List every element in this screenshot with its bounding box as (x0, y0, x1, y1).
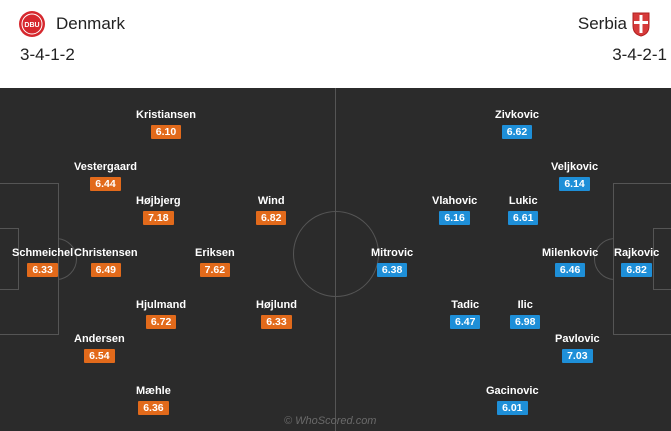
watermark: © WhoScored.com (284, 415, 377, 427)
away-penalty-box (613, 183, 671, 335)
player-name: Veljkovic (551, 161, 599, 173)
pitch: Kristiansen 6.10 Vestergaard 6.44 Højbje… (0, 88, 671, 431)
player-rating: 6.49 (90, 263, 121, 277)
player-name: Wind (257, 195, 285, 207)
home-player-hojbjerg[interactable]: Højbjerg 7.18 (136, 194, 181, 225)
player-name: Højlund (256, 299, 297, 311)
player-rating: 6.82 (621, 263, 652, 277)
player-rating: 6.01 (497, 401, 528, 415)
serbia-badge-icon (632, 12, 650, 37)
home-team-name[interactable]: Denmark (56, 14, 125, 33)
player-name: Rajkovic (614, 247, 660, 259)
player-rating: 6.38 (376, 263, 408, 277)
away-player-zivkovic[interactable]: Zivkovic 6.62 (495, 108, 539, 139)
player-rating: 6.61 (508, 211, 539, 225)
player-rating: 6.36 (138, 401, 169, 415)
player-name: Lukic (508, 195, 538, 207)
home-player-andersen[interactable]: Andersen 6.54 (74, 332, 125, 363)
away-player-vlahovic[interactable]: Vlahovic 6.16 (432, 194, 477, 225)
player-rating: 6.46 (554, 263, 586, 277)
away-six-yard-box (653, 228, 671, 290)
home-player-kristiansen[interactable]: Kristiansen 6.10 (136, 108, 196, 139)
away-player-veljkovic[interactable]: Veljkovic 6.14 (551, 160, 598, 191)
player-name: Zivkovic (495, 109, 540, 121)
player-name: Kristiansen (136, 109, 196, 121)
player-name: Vestergaard (74, 161, 137, 173)
home-player-maehle[interactable]: Mæhle 6.36 (136, 384, 171, 415)
away-player-tadic[interactable]: Tadic 6.47 (450, 298, 481, 329)
match-header: DBU Denmark 3-4-1-2 Serbia 3-4-2-1 (0, 0, 671, 84)
home-player-wind[interactable]: Wind 6.82 (256, 194, 287, 225)
player-rating: 6.16 (439, 211, 470, 225)
away-player-pavlovic[interactable]: Pavlovic 7.03 (555, 332, 600, 363)
away-team-name[interactable]: Serbia (577, 14, 627, 33)
player-rating: 6.44 (90, 177, 121, 191)
player-rating: 7.03 (562, 349, 593, 363)
player-name: Pavlovic (555, 333, 600, 345)
away-player-ilic[interactable]: Ilic 6.98 (510, 298, 541, 329)
player-name: Gacinovic (486, 385, 539, 397)
player-rating: 6.14 (559, 177, 590, 191)
player-rating: 6.72 (145, 315, 177, 329)
player-name: Tadic (451, 299, 480, 311)
player-rating: 6.54 (84, 349, 115, 363)
player-rating: 6.10 (150, 125, 182, 139)
player-rating: 6.98 (510, 315, 541, 329)
away-player-mitrovic[interactable]: Mitrovic 6.38 (371, 246, 413, 277)
home-player-christensen[interactable]: Christensen 6.49 (74, 246, 138, 277)
player-rating: 6.33 (27, 263, 58, 277)
player-name: Mitrovic (371, 247, 414, 259)
player-rating: 6.82 (256, 211, 287, 225)
home-player-hjulmand[interactable]: Hjulmand 6.72 (136, 298, 186, 329)
player-name: Schmeichel (12, 247, 74, 259)
denmark-badge-icon: DBU (19, 11, 45, 37)
home-player-eriksen[interactable]: Eriksen 7.62 (195, 246, 235, 277)
player-name: Milenkovic (542, 247, 599, 259)
player-rating: 6.47 (450, 315, 481, 329)
away-formation: 3-4-2-1 (612, 45, 667, 64)
player-rating: 7.18 (143, 211, 174, 225)
player-rating: 6.62 (501, 125, 533, 139)
denmark-badge-text: DBU (24, 22, 39, 29)
home-player-hojlund[interactable]: Højlund 6.33 (256, 298, 297, 329)
away-player-lukic[interactable]: Lukic 6.61 (508, 194, 539, 225)
center-circle (293, 211, 379, 297)
player-name: Christensen (74, 247, 138, 259)
player-rating: 7.62 (199, 263, 231, 277)
away-player-milenkovic[interactable]: Milenkovic 6.46 (542, 246, 598, 277)
player-name: Mæhle (136, 385, 171, 397)
player-name: Andersen (74, 333, 125, 345)
player-rating: 6.33 (261, 315, 292, 329)
away-player-rajkovic[interactable]: Rajkovic 6.82 (614, 246, 659, 277)
player-name: Højbjerg (136, 195, 181, 207)
home-six-yard-box (0, 228, 19, 290)
player-name: Ilic (517, 299, 533, 311)
away-player-gacinovic[interactable]: Gacinovic 6.01 (486, 384, 539, 415)
player-name: Vlahovic (432, 195, 478, 207)
player-name: Hjulmand (136, 299, 187, 311)
home-player-schmeichel[interactable]: Schmeichel 6.33 (12, 246, 73, 277)
home-formation: 3-4-1-2 (20, 45, 75, 64)
player-name: Eriksen (195, 247, 235, 259)
home-player-vestergaard[interactable]: Vestergaard 6.44 (74, 160, 137, 191)
